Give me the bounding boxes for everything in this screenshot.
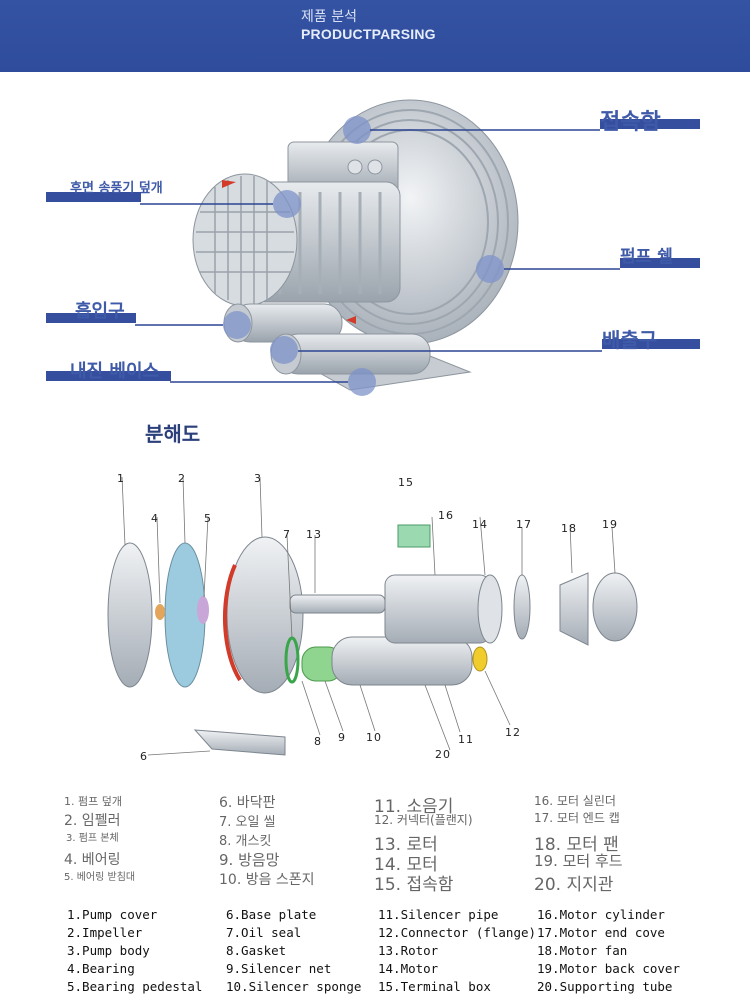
part-number-5: 5 bbox=[204, 512, 212, 525]
ko-item-7: 7. 오일 씰 bbox=[219, 815, 276, 830]
ko-item-19: 19. 모터 후드 bbox=[534, 852, 623, 870]
exploded-view-title: 분해도 bbox=[145, 422, 201, 446]
en-item-4: 4.Bearing bbox=[67, 961, 135, 976]
part-number-1: 1 bbox=[117, 472, 125, 485]
part-number-18: 18 bbox=[561, 522, 577, 535]
ko-item-6: 6. 바닥판 bbox=[219, 795, 276, 811]
part-number-9: 9 bbox=[338, 731, 346, 744]
en-item-1: 1.Pump cover bbox=[67, 907, 158, 922]
exploded-parts-illustration bbox=[107, 476, 638, 756]
callout-pump-shell: 펌프 쉘 bbox=[620, 247, 673, 267]
ko-item-8: 8. 개스킷 bbox=[219, 834, 272, 849]
en-item-6: 6.Base plate bbox=[226, 907, 317, 922]
en-item-2: 2.Impeller bbox=[67, 925, 143, 940]
ko-item-9: 9. 방음망 bbox=[219, 851, 280, 869]
en-item-17: 17.Motor end cove bbox=[537, 925, 665, 940]
ko-item-3: 3. 펌프 본체 bbox=[66, 833, 119, 844]
callout-rear-cover: 후면 송풍기 덮개 bbox=[70, 181, 163, 196]
part-number-14: 14 bbox=[472, 518, 488, 531]
en-item-20: 20.Supporting tube bbox=[537, 979, 673, 994]
ko-item-17: 17. 모터 엔드 캡 bbox=[534, 811, 620, 825]
part-number-16: 16 bbox=[438, 509, 454, 522]
ko-item-20: 20. 지지관 bbox=[534, 875, 614, 895]
en-item-16: 16.Motor cylinder bbox=[537, 907, 665, 922]
ko-item-5: 5. 베어링 받침대 bbox=[64, 872, 136, 883]
part-number-10: 10 bbox=[366, 731, 382, 744]
ko-item-4: 4. 베어링 bbox=[64, 852, 121, 868]
ko-item-11: 11. 소음기 bbox=[374, 797, 454, 817]
part-number-3: 3 bbox=[254, 472, 262, 485]
callout-base: 내진 베이스 bbox=[70, 361, 160, 382]
en-item-9: 9.Silencer net bbox=[226, 961, 332, 976]
callout-bar-rear-cover bbox=[46, 192, 141, 202]
callout-outlet: 배출구 bbox=[602, 328, 658, 352]
product-hero: 접속함 후면 송풍기 덮개 펌프 쉘 흡입구 배출구 내진 베이스 bbox=[0, 72, 750, 412]
ko-item-12: 12. 커넥터(플랜지) bbox=[374, 813, 473, 827]
part-number-8: 8 bbox=[314, 735, 322, 748]
en-item-11: 11.Silencer pipe bbox=[378, 907, 499, 922]
callout-inlet: 흡입구 bbox=[75, 301, 125, 322]
exploded-diagram: 1 2 3 4 5 6 7 8 9 10 11 12 13 14 15 16 1… bbox=[40, 455, 700, 785]
part-number-2: 2 bbox=[178, 472, 186, 485]
ko-item-14: 14. 모터 bbox=[374, 855, 438, 875]
en-item-14: 14.Motor bbox=[378, 961, 439, 976]
part-number-6: 6 bbox=[140, 750, 148, 763]
en-item-19: 19.Motor back cover bbox=[537, 961, 680, 976]
en-item-8: 8.Gasket bbox=[226, 943, 287, 958]
part-number-13: 13 bbox=[306, 528, 322, 541]
en-item-7: 7.Oil seal bbox=[226, 925, 302, 940]
part-number-20: 20 bbox=[435, 748, 451, 761]
callout-bar-outlet bbox=[602, 339, 700, 349]
ko-item-15: 15. 접속함 bbox=[374, 875, 454, 895]
callout-bar-inlet bbox=[46, 313, 136, 323]
callout-bar-base bbox=[46, 371, 171, 381]
ko-item-2: 2. 임펠러 bbox=[64, 813, 121, 829]
header-banner: 제품 분석 PRODUCTPARSING bbox=[0, 0, 750, 72]
en-item-15: 15.Terminal box bbox=[378, 979, 491, 994]
ko-item-1: 1. 펌프 덮개 bbox=[64, 795, 122, 808]
callout-bar-housing bbox=[600, 119, 700, 129]
ko-item-10: 10. 방음 스폰지 bbox=[219, 872, 315, 888]
callout-housing: 접속함 bbox=[600, 110, 661, 135]
callout-bar-pump-shell bbox=[620, 258, 700, 268]
en-item-13: 13.Rotor bbox=[378, 943, 439, 958]
en-item-18: 18.Motor fan bbox=[537, 943, 628, 958]
en-item-5: 5.Bearing pedestal bbox=[67, 979, 203, 994]
en-item-3: 3.Pump body bbox=[67, 943, 150, 958]
ko-item-13: 13. 로터 bbox=[374, 835, 438, 855]
en-item-12: 12.Connector (flange) bbox=[378, 925, 537, 940]
header-subtitle: PRODUCTPARSING bbox=[301, 26, 436, 42]
part-number-15: 15 bbox=[398, 476, 414, 489]
part-number-11: 11 bbox=[458, 733, 474, 746]
part-number-7: 7 bbox=[283, 528, 291, 541]
blower-illustration bbox=[135, 99, 620, 396]
header-title: 제품 분석 bbox=[301, 9, 357, 25]
part-number-17: 17 bbox=[516, 518, 532, 531]
en-item-10: 10.Silencer sponge bbox=[226, 979, 362, 994]
ko-item-16: 16. 모터 실린더 bbox=[534, 794, 616, 808]
part-number-12: 12 bbox=[505, 726, 521, 739]
part-number-4: 4 bbox=[151, 512, 159, 525]
part-number-19: 19 bbox=[602, 518, 618, 531]
ko-item-18: 18. 모터 팬 bbox=[534, 835, 619, 855]
